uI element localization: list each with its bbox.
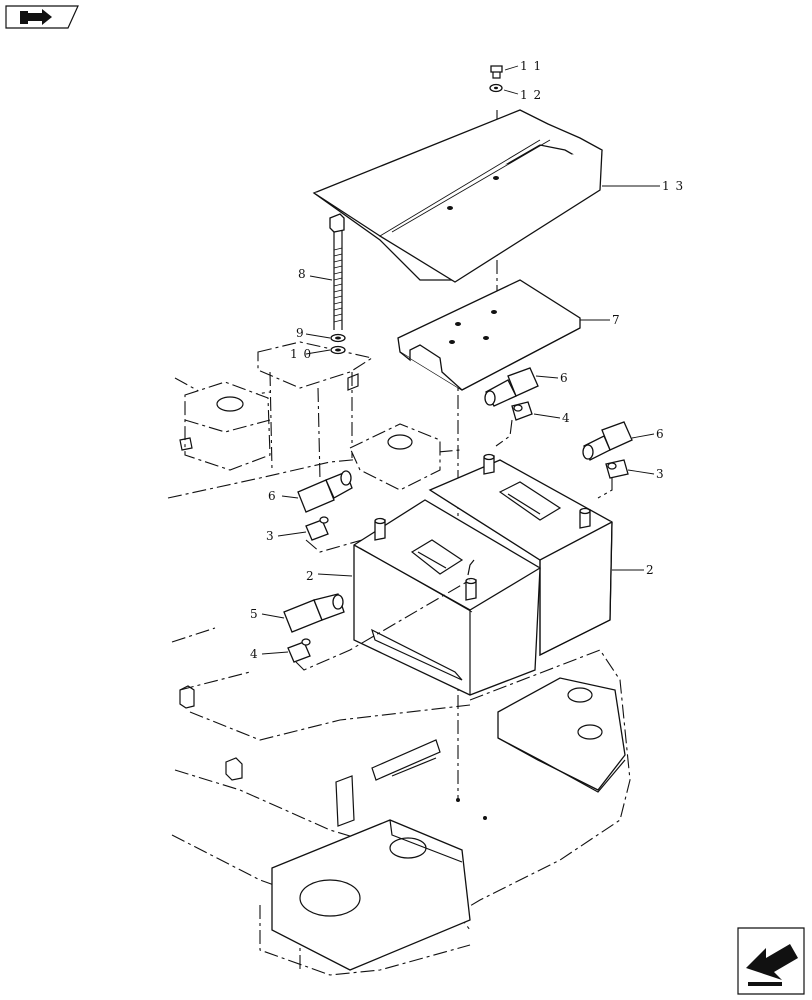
battery-front [353, 499, 541, 696]
washer-9 [330, 333, 346, 343]
callout-5: 5 [250, 607, 259, 621]
callout-6-right: 6 [656, 427, 665, 441]
leaders [261, 65, 660, 655]
callout-2-right: 2 [646, 563, 655, 577]
washer-12 [489, 83, 503, 93]
bracket-plate-7 [397, 279, 581, 391]
callout-4-top: 4 [562, 411, 571, 425]
bracket-left [179, 685, 355, 827]
bolt-11 [490, 65, 503, 79]
terminal-cover-6-left [297, 470, 353, 513]
terminal-cover-6-right [582, 421, 633, 461]
battery-rear [428, 453, 613, 657]
long-bolt-8 [329, 213, 345, 330]
callout-4-lower: 4 [250, 647, 259, 661]
lower-block [271, 819, 471, 971]
terminal-cover-6-top [484, 367, 539, 407]
callout-2-left: 2 [306, 569, 315, 583]
terminal-clamp-4-lower [287, 579, 471, 671]
support-post [257, 341, 374, 481]
cover-plate-13 [312, 109, 603, 283]
floor-slot [371, 739, 441, 781]
book-arrow-icon[interactable] [5, 5, 79, 29]
callout-10: 1 0 [290, 347, 312, 361]
callout-3-left: 3 [266, 529, 275, 543]
terminal-cover-5 [283, 593, 345, 633]
callout-11: 1 1 [520, 59, 542, 73]
callout-8: 8 [298, 267, 307, 281]
callout-9: 9 [296, 326, 305, 340]
left-upper-pad [179, 381, 271, 471]
callout-6-top: 6 [560, 371, 569, 385]
terminal-clamp-4-top [495, 401, 533, 447]
callout-7: 7 [612, 313, 621, 327]
terminal-clamp-3-right [597, 459, 629, 499]
callout-13: 1 3 [662, 179, 684, 193]
next-page-arrow-icon[interactable] [737, 927, 805, 995]
callout-6-left: 6 [268, 489, 277, 503]
right-lower-pad [497, 677, 626, 793]
mid-pad [349, 423, 441, 491]
callout-3-right: 3 [656, 467, 665, 481]
callout-12: 1 2 [520, 88, 542, 102]
terminal-clamp-3-left [305, 516, 363, 553]
washer-10 [330, 345, 346, 355]
